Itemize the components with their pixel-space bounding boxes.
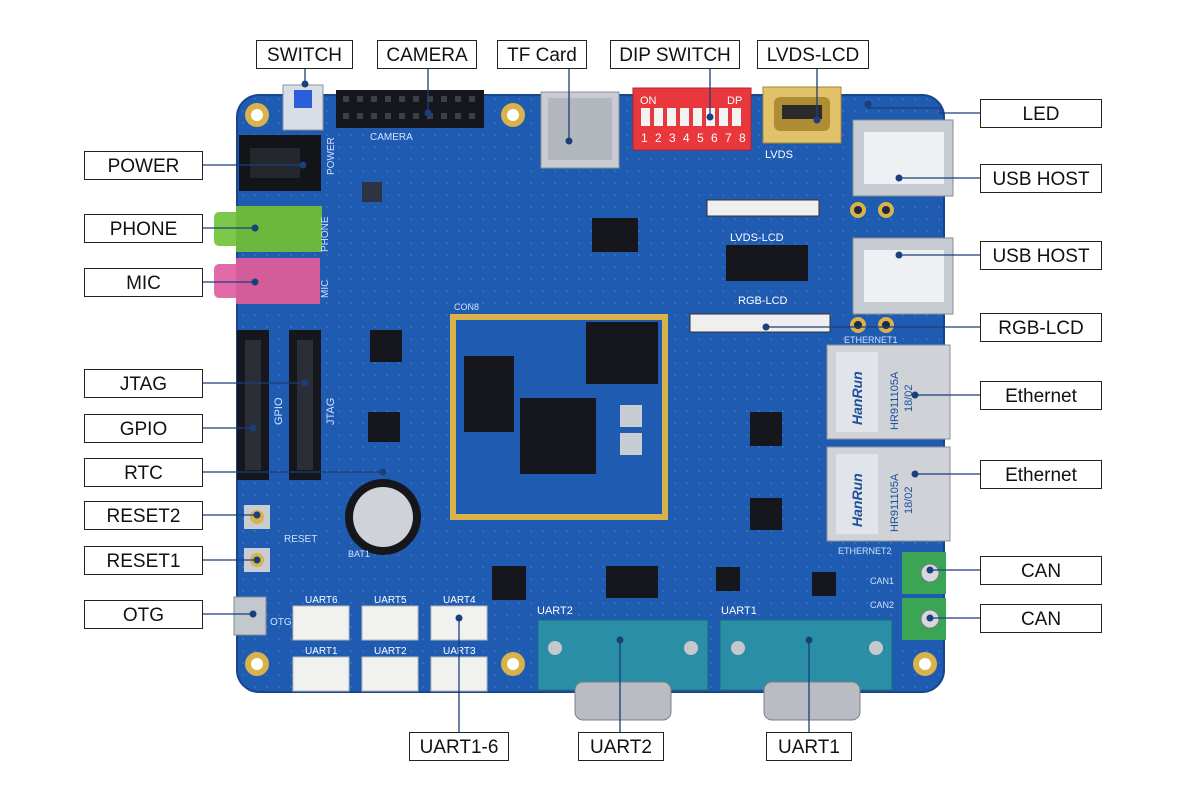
label-mic: MIC	[84, 268, 203, 297]
label-uart1: UART1	[766, 732, 852, 761]
silk-hr-part-2: HR911105A	[889, 473, 901, 532]
silk-con8: CON8	[454, 302, 479, 312]
silk-camera: CAMERA	[370, 132, 413, 143]
silk-uart1: UART1	[305, 646, 338, 657]
power-jack	[239, 135, 321, 191]
usb-host-port-bottom	[852, 237, 954, 315]
silk-lvds-lcd: LVDS-LCD	[730, 232, 784, 244]
label-rtc: RTC	[84, 458, 203, 487]
label-ethernet-1: Ethernet	[980, 381, 1102, 410]
label-lvds-lcd: LVDS-LCD	[757, 40, 869, 69]
can-terminal-1	[902, 552, 946, 594]
silk-gpio: GPIO	[273, 397, 285, 425]
label-led: LED	[980, 99, 1102, 128]
silk-hanrun-1: HanRun	[849, 371, 865, 425]
leader-lines	[203, 68, 980, 733]
uart-headers	[292, 605, 488, 692]
ethernet-jack-2	[826, 446, 951, 542]
silk-hanrun-2: HanRun	[849, 473, 865, 527]
label-reset2: RESET2	[84, 501, 203, 530]
silk-uart6: UART6	[305, 595, 338, 606]
silk-hr-part-1: HR911105A	[889, 371, 901, 430]
dip-numbers-text: 1 2 3 4 5 6 7 8	[641, 131, 748, 145]
label-dip-switch: DIP SWITCH	[610, 40, 740, 69]
label-power: POWER	[84, 151, 203, 180]
label-usb-host-2: USB HOST	[980, 241, 1102, 270]
rgb-fpc	[689, 313, 831, 333]
silk-rgb-lcd: RGB-LCD	[738, 295, 788, 307]
label-can-2: CAN	[980, 604, 1102, 633]
gpio-header	[237, 330, 269, 480]
silk-uart5: UART5	[374, 595, 407, 606]
mic-jack	[214, 258, 320, 304]
label-switch: SWITCH	[256, 40, 353, 69]
silk-lvds: LVDS	[765, 149, 793, 161]
silk-otg: OTG	[270, 617, 292, 628]
silk-can1: CAN1	[870, 576, 894, 586]
leader-dots	[249, 80, 934, 644]
label-usb-host-1: USB HOST	[980, 164, 1102, 193]
mounting-holes	[245, 103, 937, 676]
silk-phone: PHONE	[320, 216, 331, 252]
label-tf-card: TF Card	[497, 40, 587, 69]
lvds-fpc	[706, 199, 820, 217]
label-uart1-6: UART1-6	[409, 732, 509, 761]
small-ics	[362, 182, 836, 600]
phone-jack	[214, 206, 322, 252]
silk-uart2: UART2	[374, 646, 407, 657]
label-rgb-lcd: RGB-LCD	[980, 313, 1102, 342]
db9-uart1	[719, 619, 893, 721]
label-jtag: JTAG	[84, 369, 203, 398]
rtc-battery	[345, 479, 421, 555]
tf-card-slot	[540, 91, 620, 169]
otg-port	[233, 596, 267, 636]
silk-reset: RESET	[284, 534, 317, 545]
lvds-connector	[762, 86, 842, 144]
dip-on-text: ON	[640, 95, 657, 107]
label-uart2: UART2	[578, 732, 664, 761]
silk-uart2-port: UART2	[537, 605, 573, 617]
cpu-module	[450, 314, 668, 520]
silk-hr-date-1: 18/02	[903, 384, 915, 412]
silk-uart4: UART4	[443, 595, 476, 606]
label-can-1: CAN	[980, 556, 1102, 585]
ethernet-jack-1	[826, 344, 951, 440]
silk-jtag: JTAG	[325, 398, 337, 425]
silk-uart1-port: UART1	[721, 605, 757, 617]
label-camera: CAMERA	[377, 40, 477, 69]
label-phone: PHONE	[84, 214, 203, 243]
jtag-header	[289, 330, 321, 480]
dip-dp-text: DP	[727, 95, 742, 107]
label-otg: OTG	[84, 600, 203, 629]
silk-ethernet1: ETHERNET1	[844, 335, 898, 345]
silk-bat1: BAT1	[348, 549, 370, 559]
silk-mic: MIC	[320, 280, 331, 298]
can-terminal-2	[902, 598, 946, 640]
silk-can2: CAN2	[870, 600, 894, 610]
silk-hr-date-2: 18/02	[903, 486, 915, 514]
power-switch	[282, 84, 324, 131]
label-reset1: RESET1	[84, 546, 203, 575]
silk-power: POWER	[326, 137, 337, 175]
label-gpio: GPIO	[84, 414, 203, 443]
silk-ethernet2: ETHERNET2	[838, 546, 892, 556]
label-ethernet-2: Ethernet	[980, 460, 1102, 489]
camera-header	[336, 90, 484, 128]
usb-host-port-top	[852, 119, 954, 197]
db9-uart2	[537, 619, 709, 721]
